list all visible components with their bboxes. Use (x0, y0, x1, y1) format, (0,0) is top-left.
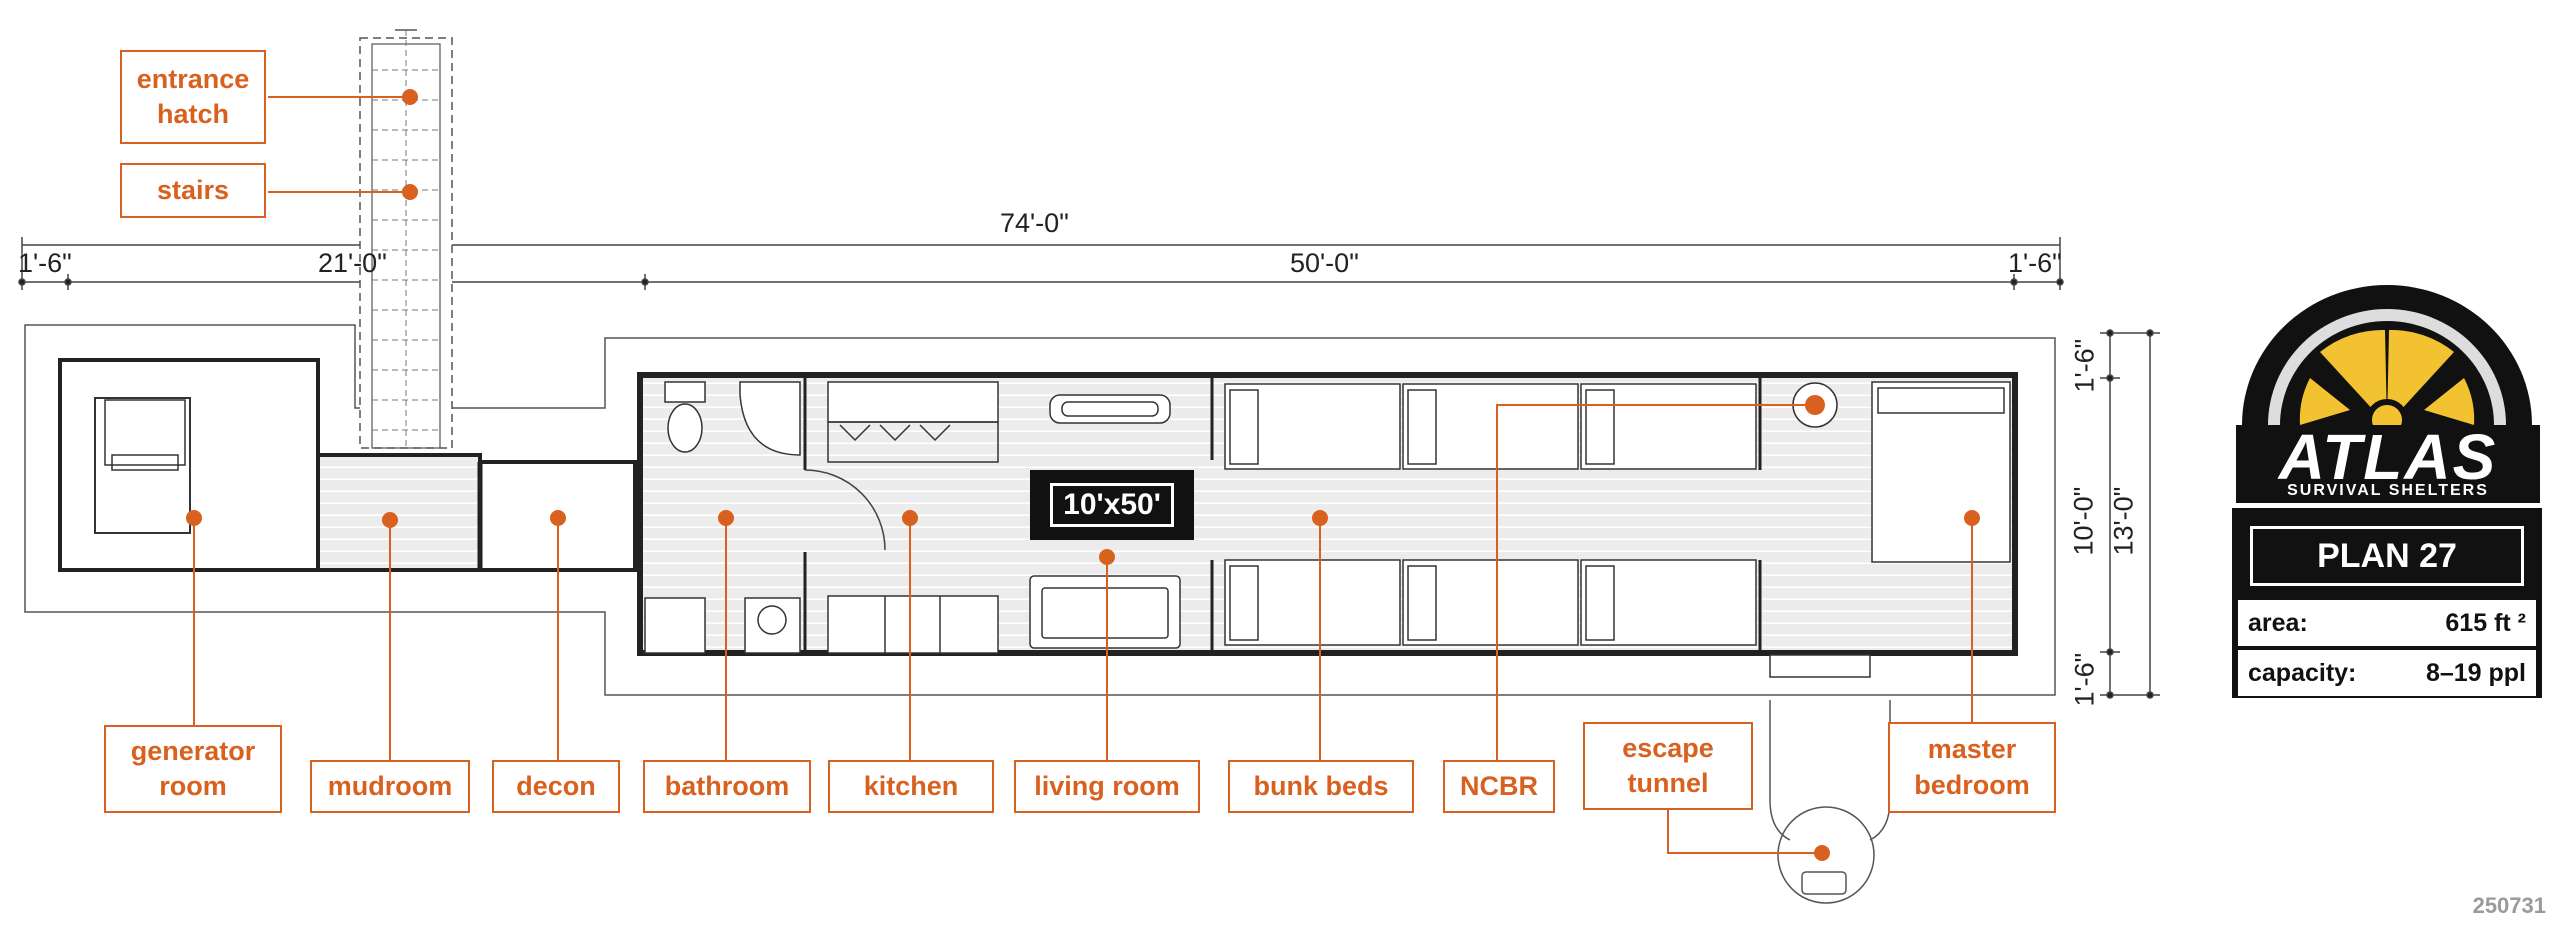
dim-v-bottom: 1'-6" (2069, 652, 2100, 707)
generator-room-outline (58, 358, 320, 572)
label-mudroom: mudroom (310, 760, 470, 813)
room-size-badge: 10'x50' (1030, 470, 1194, 540)
capacity-value: 8–19 ppl (2425, 658, 2526, 687)
dim-total: 74'-0" (1000, 208, 1069, 238)
dim-left-margin: 1'-6" (18, 248, 72, 278)
dim-v-total: 13'-0" (2108, 486, 2139, 556)
main-container-outline (637, 372, 2018, 678)
plan-title: PLAN 27 (2250, 526, 2524, 586)
dim-v-interior: 10'-0" (2068, 486, 2099, 556)
label-generator-room: generator room (104, 725, 282, 813)
label-bunk-beds: bunk beds (1228, 760, 1414, 813)
label-escape-tunnel: escape tunnel (1583, 722, 1753, 810)
label-ncbr: NCBR (1443, 760, 1555, 813)
leader-dots (186, 89, 1980, 861)
mudroom-decon-outline (316, 453, 637, 572)
brand-name: ATLAS (2278, 421, 2498, 493)
label-bathroom: bathroom (643, 760, 811, 813)
area-row: area: 615 ft ² (2238, 600, 2536, 646)
room-size-text: 10'x50' (1050, 483, 1174, 527)
label-entrance-hatch: entrance hatch (120, 50, 266, 144)
plan-id: 250731 (2472, 893, 2546, 918)
capacity-row: capacity: 8–19 ppl (2238, 650, 2536, 696)
label-decon: decon (492, 760, 620, 813)
dim-v-top: 1'-6" (2069, 338, 2100, 393)
atlas-logo-mark (2236, 285, 2540, 503)
brand-tagline: SURVIVAL SHELTERS (2287, 482, 2489, 499)
label-master-bedroom: master bedroom (1888, 722, 2056, 813)
capacity-label: capacity: (2248, 658, 2357, 687)
dim-right-margin: 1'-6" (2008, 248, 2062, 278)
dim-left-section: 21'-0" (318, 248, 387, 278)
area-label: area: (2248, 608, 2308, 637)
label-living-room: living room (1014, 760, 1200, 813)
area-value: 615 ft ² (2445, 608, 2526, 637)
leader-lines (193, 96, 1973, 854)
label-stairs: stairs (120, 163, 266, 218)
dim-main-section: 50'-0" (1290, 248, 1359, 278)
label-kitchen: kitchen (828, 760, 994, 813)
